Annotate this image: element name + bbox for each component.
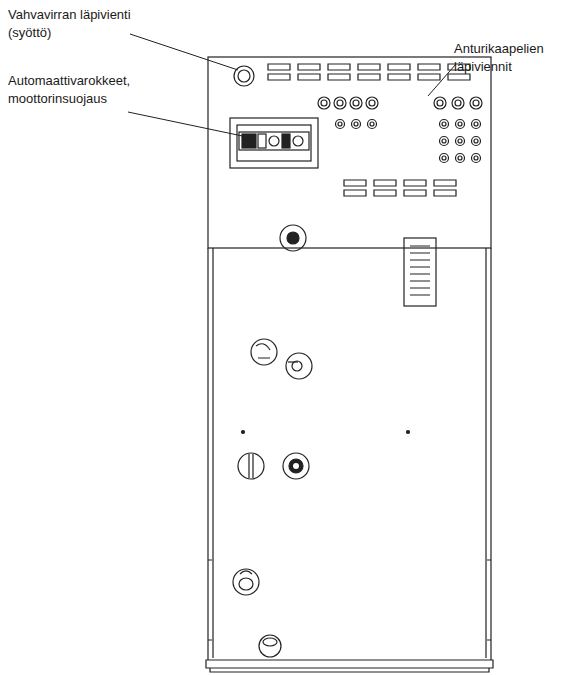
- leader-line: [428, 64, 456, 96]
- pipe-connections: [233, 225, 410, 657]
- leader-lines: [128, 34, 456, 138]
- top-panel: [208, 57, 491, 248]
- callout-label: Vahvavirran läpivienti (syöttö): [8, 6, 158, 42]
- upper-louvers: [268, 64, 470, 80]
- sensor-glands: [318, 97, 482, 163]
- cabinet-body: [206, 248, 493, 672]
- vent-grille: [404, 238, 436, 306]
- lower-louvers: [344, 180, 456, 196]
- callout-label: Anturikaapelien läpiviennit: [454, 40, 576, 76]
- leader-line: [128, 112, 252, 138]
- breaker-box: [230, 118, 318, 168]
- power-gland: [234, 66, 254, 86]
- callout-label: Automaattivarokkeet, moottorinsuojaus: [8, 72, 158, 108]
- leader-line: [130, 34, 238, 70]
